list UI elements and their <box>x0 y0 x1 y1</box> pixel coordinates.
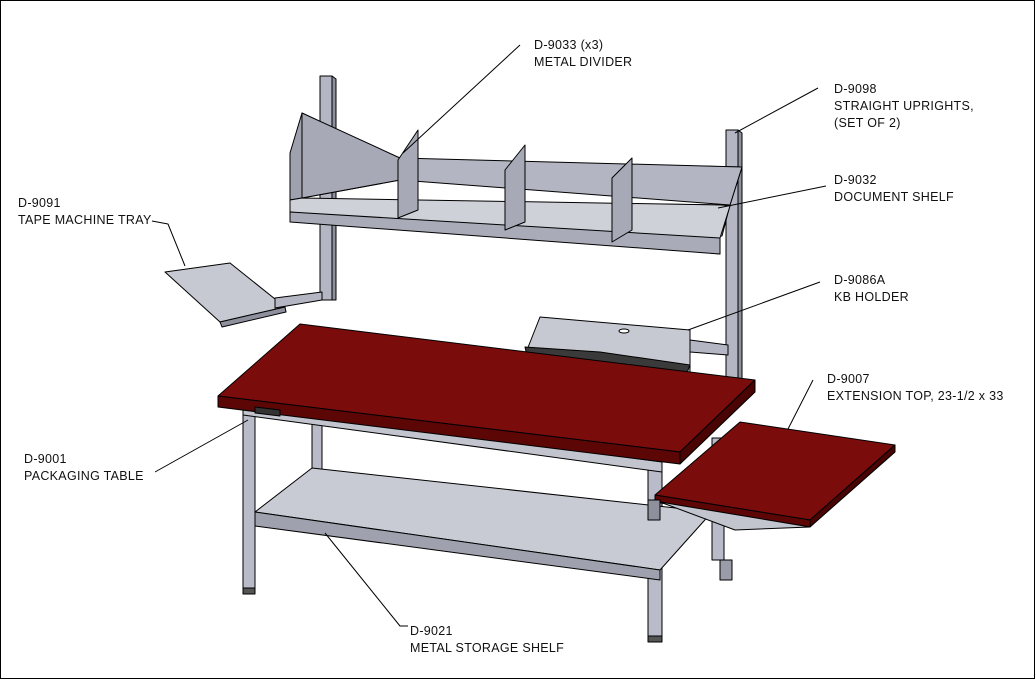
packaging-table-top <box>217 323 756 465</box>
callout-description: TAPE MACHINE TRAY <box>18 213 152 227</box>
leader-tape-machine-tray <box>151 220 186 267</box>
leader-extension-top <box>787 379 814 430</box>
callout-description: STRAIGHT UPRIGHTS, <box>834 99 974 113</box>
callout-kb-holder: D-9086A KB HOLDER <box>834 272 909 306</box>
leader-kb-holder <box>687 281 821 331</box>
callout-part-number: D-9001 <box>24 452 67 466</box>
leader-metal-divider <box>402 44 521 154</box>
callout-part-number: D-9086A <box>834 273 886 287</box>
callout-document-shelf: D-9032 DOCUMENT SHELF <box>834 172 954 206</box>
tape-machine-tray <box>164 262 323 328</box>
callout-description: METAL STORAGE SHELF <box>410 641 565 655</box>
callout-part-number: D-9032 <box>834 173 877 187</box>
callout-metal-storage-shelf: D-9021 METAL STORAGE SHELF <box>410 623 564 657</box>
metal-divider-3 <box>611 157 633 243</box>
callout-straight-uprights: D-9098 STRAIGHT UPRIGHTS, (SET OF 2) <box>834 81 974 132</box>
callout-description-line2: (SET OF 2) <box>834 116 901 130</box>
callout-packaging-table: D-9001 PACKAGING TABLE <box>24 451 144 485</box>
callout-part-number: D-9021 <box>410 624 453 638</box>
callout-part-number: D-9033 (x3) <box>534 38 604 52</box>
metal-divider-2 <box>504 144 526 231</box>
extension-top <box>647 421 896 531</box>
callout-part-number: D-9098 <box>834 82 877 96</box>
callout-metal-divider: D-9033 (x3) METAL DIVIDER <box>534 37 632 71</box>
leader-document-shelf <box>717 185 827 209</box>
document-shelf <box>289 112 743 255</box>
leader-metal-storage-shelf <box>324 532 408 627</box>
callout-part-number: D-9007 <box>827 372 870 386</box>
leader-packaging-table <box>154 419 249 473</box>
callout-tape-machine-tray: D-9091 TAPE MACHINE TRAY <box>18 195 152 229</box>
callout-description: EXTENSION TOP, 23-1/2 x 33 <box>827 389 1004 403</box>
callout-description: METAL DIVIDER <box>534 55 633 69</box>
callout-extension-top: D-9007 EXTENSION TOP, 23-1/2 x 33 <box>827 371 1004 405</box>
metal-divider-1 <box>397 129 419 219</box>
callout-part-number: D-9091 <box>18 196 61 210</box>
leader-lines <box>151 44 827 627</box>
callout-description: PACKAGING TABLE <box>24 469 144 483</box>
callout-description: DOCUMENT SHELF <box>834 190 954 204</box>
callout-description: KB HOLDER <box>834 290 909 304</box>
leader-straight-uprights <box>734 87 819 134</box>
